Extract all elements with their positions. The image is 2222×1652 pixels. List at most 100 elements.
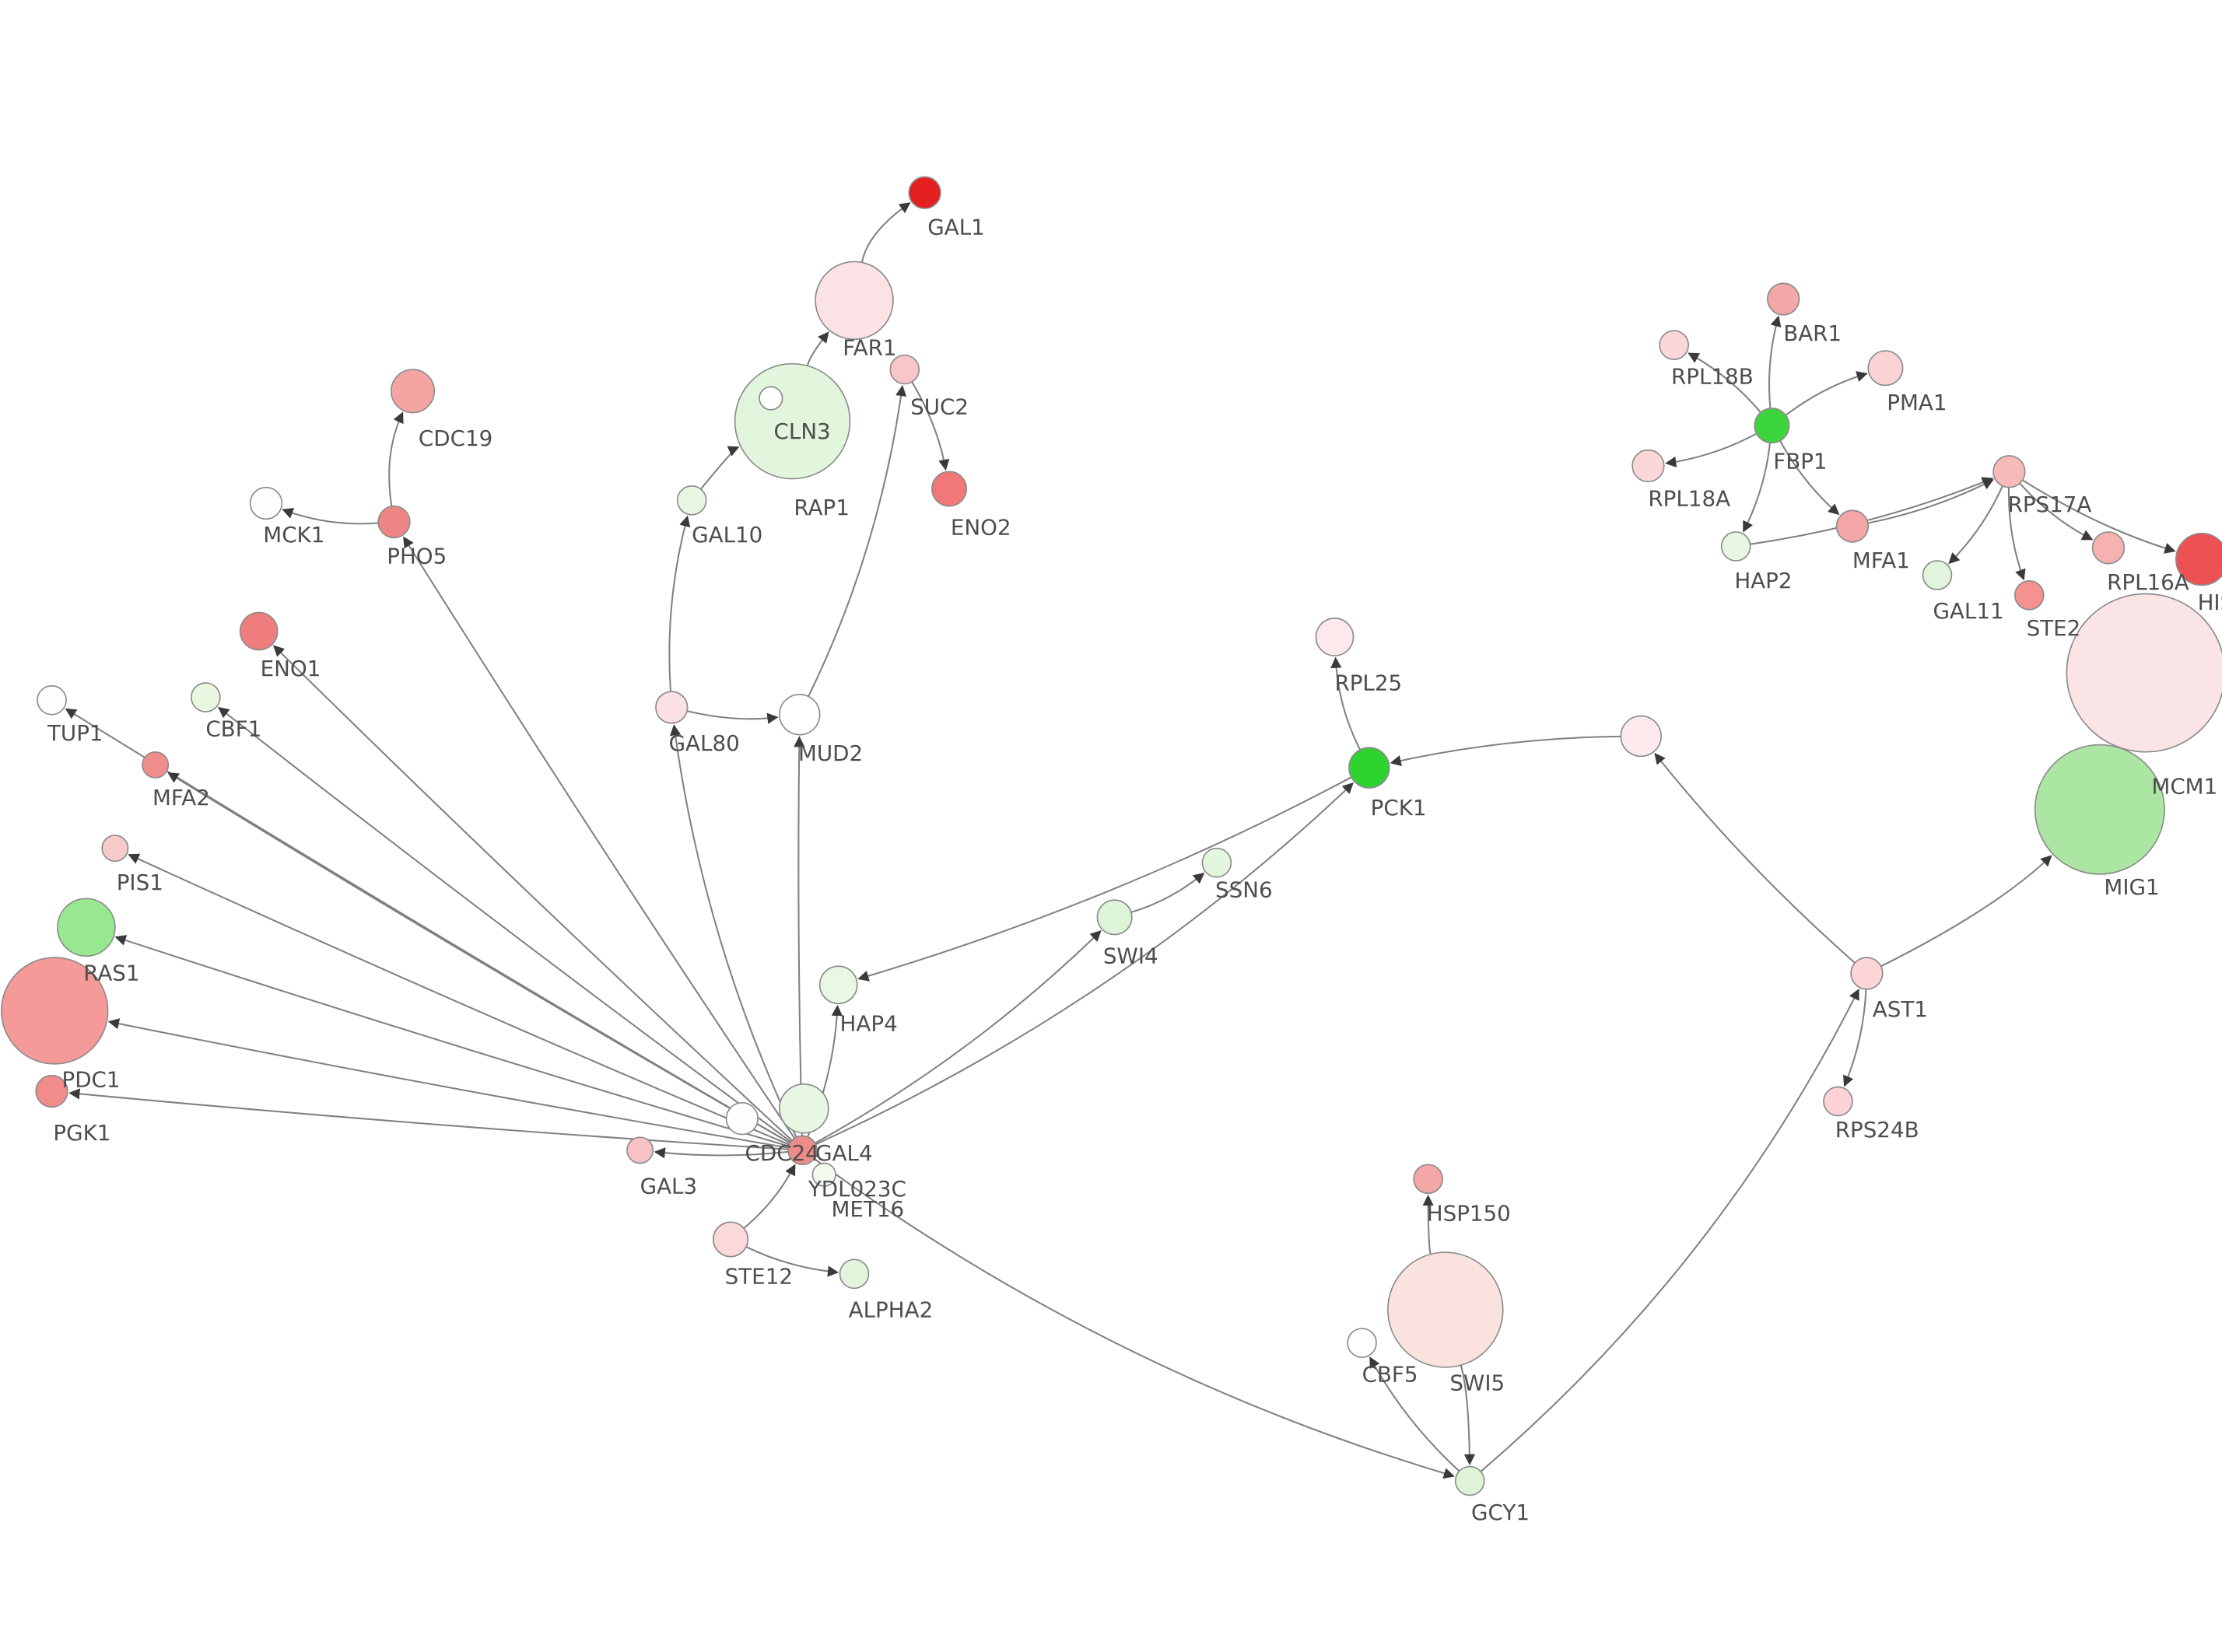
node-ALPHA2[interactable] [839,1258,870,1290]
edge-NODE1-PCK1[interactable] [1390,735,1621,766]
edge-STE12-ALPHA2[interactable] [745,1246,839,1277]
edge-GAL4-ENO1[interactable] [272,645,793,1142]
node-YDL023C[interactable] [779,1083,829,1134]
edge-RPS17A-RPL16A[interactable] [2019,482,2094,541]
edge-FBP1-HAP2[interactable] [1743,443,1772,533]
node-STE2[interactable] [2013,579,2045,611]
node-MET16[interactable] [811,1162,836,1187]
edge-GAL4-PCK1[interactable] [815,782,1354,1146]
edge-FBP1-RPL18A[interactable] [1665,432,1758,467]
node-GAL10[interactable] [676,485,707,516]
edge-GAL4-MUD2[interactable] [794,736,805,1136]
edge-GAL4-RAS1[interactable] [114,935,790,1147]
edge-FBP1-PMA1[interactable] [1785,371,1868,416]
edge-GAL4-GAL80[interactable] [669,724,797,1138]
node-TUP1[interactable] [37,684,67,716]
node-RAS1[interactable] [57,898,116,957]
node-MFA2[interactable] [142,751,170,779]
edge-RPS17A-STE2[interactable] [2007,487,2026,581]
edge-SUC2-ENO2[interactable] [911,381,950,471]
edge-AST1-NODE1[interactable] [1654,752,1856,964]
edge-PHO5-CDC19[interactable] [388,411,404,507]
edge-GAL4-PGK1[interactable] [68,1088,789,1150]
node-FBP1[interactable] [1754,408,1790,444]
edge-GAL4-PIS1[interactable] [128,853,790,1146]
edge-FBP1-BAR1[interactable] [1768,315,1782,409]
node-SWI4[interactable] [1096,899,1133,936]
edge-GAL4-PDC1[interactable] [107,1018,789,1149]
edge-GCY1-AST1[interactable] [1480,989,1859,1472]
node-STE12[interactable] [713,1221,749,1258]
node-AST1[interactable] [1850,957,1884,990]
edge-AST1-MIG1[interactable] [1880,855,2052,968]
edge-FBP1-MFA1[interactable] [1779,440,1840,516]
node-RPS17A[interactable] [1992,455,2026,488]
edge-SWI5-HSP150[interactable] [1422,1194,1434,1255]
node-CBF1[interactable] [191,682,221,712]
node-RPL18B[interactable] [1659,330,1690,360]
edge-RPS17A-HIS4[interactable] [2022,479,2176,554]
edge-GCY1-CBF5[interactable] [1369,1356,1460,1472]
edge-FAR1-GAL1[interactable] [860,202,911,263]
edge-AST1-RPS24B[interactable] [1843,989,1867,1087]
edge-SWI5-GCY1[interactable] [1460,1364,1476,1465]
edge-GAL10-CLN3[interactable] [700,446,740,490]
edge-MFA1-RPS17A[interactable] [1867,479,1994,524]
edge-GAL80-MUD2[interactable] [686,710,779,724]
edge-CLN3-FAR1[interactable] [806,331,829,366]
node-MCK1[interactable] [249,486,283,520]
edge-GAL4-MFA2[interactable] [167,772,790,1144]
edge-FBP1-RPL18B[interactable] [1688,352,1761,413]
node-HAP2[interactable] [1720,531,1751,562]
node-MFA1[interactable] [1835,509,1870,543]
node-GCY1[interactable] [1454,1465,1485,1496]
node-SSN6[interactable] [1201,847,1232,878]
edge-STE12-GAL4[interactable] [743,1164,796,1230]
node-HAP4[interactable] [818,965,858,1005]
node-ENO2[interactable] [931,471,968,507]
node-GAL11[interactable] [1922,560,1953,590]
node-HIS4[interactable] [2175,532,2222,586]
edge-MUD2-SUC2[interactable] [808,384,907,697]
node-RPS24B[interactable] [1823,1086,1853,1117]
edge-HAP2-RPS17A[interactable] [1750,477,1994,545]
edge-PHO5-MCK1[interactable] [282,508,379,525]
node-CBF5[interactable] [1347,1328,1377,1358]
node-GAL3[interactable] [626,1136,654,1164]
node-BAR1[interactable] [1767,282,1800,316]
node-RAP1[interactable] [759,386,783,411]
edge-SWI4-SSN6[interactable] [1130,872,1205,913]
node-HSP150[interactable] [1413,1164,1443,1195]
edge-GAL4-GAL3[interactable] [654,1147,789,1159]
node-NODE1[interactable] [1620,715,1662,758]
node-GAL1[interactable] [908,176,941,209]
edge-RPS17A-GAL11[interactable] [1948,485,2003,565]
edge-GAL4-PHO5[interactable] [403,536,795,1139]
node-RPL18A[interactable] [1631,449,1665,483]
node-ENO1[interactable] [239,611,279,651]
edge-PCK1-RPL25[interactable] [1330,656,1362,751]
node-PMA1[interactable] [1867,350,1904,387]
node-MUD2[interactable] [779,694,821,736]
node-PIS1[interactable] [101,835,129,863]
node-SWI5[interactable] [1387,1251,1504,1368]
node-PDC1[interactable] [1,957,109,1065]
edge-GAL4-CBF1[interactable] [218,706,792,1143]
node-RPL16A[interactable] [2091,531,2126,565]
edge-GAL4-SWI4[interactable] [815,930,1102,1144]
node-PGK1[interactable] [35,1074,68,1108]
node-CDC19[interactable] [390,369,436,414]
node-MCM1[interactable] [2066,593,2222,753]
node-FAR1[interactable] [815,261,894,341]
node-MIG1[interactable] [2034,744,2165,875]
node-SUC2[interactable] [889,354,920,385]
node-PHO5[interactable] [377,505,411,539]
node-RPL25[interactable] [1315,618,1355,656]
edge-PCK1-HAP4[interactable] [857,776,1352,982]
edge-GAL4-GCY1[interactable] [813,1157,1456,1479]
node-CDC24[interactable] [725,1102,759,1136]
edge-GAL80-GAL10[interactable] [668,515,691,692]
node-PCK1[interactable] [1348,747,1390,789]
node-GAL4[interactable] [787,1135,818,1166]
node-GAL80[interactable] [655,691,689,724]
